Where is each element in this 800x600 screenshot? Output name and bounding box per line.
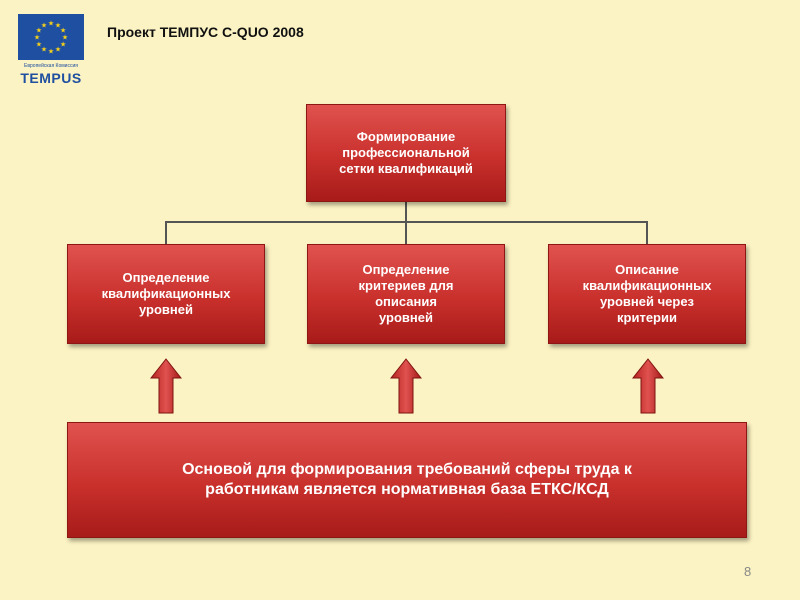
arrow-up-icon (150, 358, 182, 414)
box-define-criteria-label: Определение критериев для описания уровн… (358, 261, 454, 326)
star-icon: ★ (34, 34, 40, 42)
star-icon: ★ (48, 48, 54, 56)
star-icon: ★ (60, 41, 66, 49)
star-icon: ★ (55, 46, 61, 54)
box-define-criteria: Определение критериев для описания уровн… (307, 244, 505, 344)
page-title: Проект ТЕМПУС C-QUO 2008 (107, 24, 304, 40)
star-icon: ★ (60, 27, 66, 35)
box-describe-levels-label: Описание квалификационных уровней через … (582, 261, 712, 326)
box-describe-levels: Описание квалификационных уровней через … (548, 244, 746, 344)
box-basis-statement: Основой для формирования требований сфер… (67, 422, 747, 538)
star-icon: ★ (41, 21, 47, 29)
star-icon: ★ (62, 34, 68, 42)
star-icon: ★ (48, 20, 54, 28)
star-icon: ★ (36, 41, 42, 49)
box-define-levels-label: Определение квалификационных уровней (101, 269, 231, 318)
logo-caption: Европейская Комиссия (24, 63, 78, 69)
star-icon: ★ (41, 46, 47, 54)
arrow-up-icon (632, 358, 664, 414)
eu-flag-icon: ★★★★★★★★★★★★ (18, 14, 84, 60)
tempus-logo: ★★★★★★★★★★★★ Европейская Комиссия TEMPUS (16, 14, 86, 90)
box-top-qualification-grid: Формирование профессиональной сетки квал… (306, 104, 506, 202)
star-icon: ★ (36, 27, 42, 35)
logo-brand: TEMPUS (20, 70, 82, 86)
star-icon: ★ (55, 21, 61, 29)
box-basis-label: Основой для формирования требований сфер… (182, 461, 632, 498)
page-number: 8 (744, 564, 752, 579)
arrow-up-icon (390, 358, 422, 414)
box-top-label: Формирование профессиональной сетки квал… (339, 128, 473, 177)
box-define-levels: Определение квалификационных уровней (67, 244, 265, 344)
